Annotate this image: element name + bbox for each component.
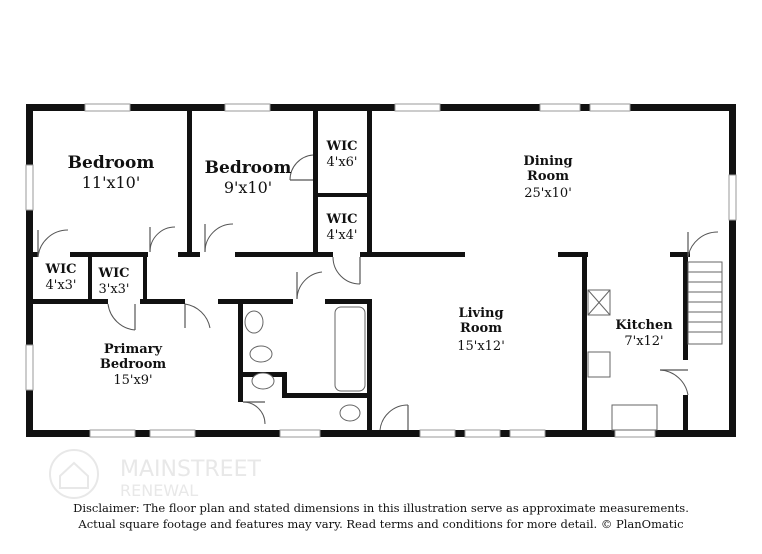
room-dim-dining-room: 25'x10' [524,186,572,201]
toilet-icon [339,404,361,422]
disclaimer-line-2: Actual square footage and features may v… [78,517,684,531]
room-labels: Bedroom 11'x10' Bedroom 9'x10' WIC 4'x6'… [44,139,673,388]
room-dim-bedroom-2: 9'x10' [224,178,272,197]
sink-icon [244,310,264,334]
fixtures [244,261,723,431]
room-dim-wic-4: 3'x3' [98,282,129,297]
room-name-kitchen: Kitchen [615,318,673,333]
stairs-icon [687,261,723,345]
stove-icon [587,351,611,378]
room-dim-wic-3: 4'x3' [45,278,76,293]
room-name-bedroom-2: Bedroom [205,158,292,178]
room-name-wic-1: WIC [325,139,357,154]
room-dim-living-room: 15'x12' [457,339,505,354]
sink-icon [251,372,275,390]
room-dim-wic-2: 4'x4' [326,228,357,243]
logo-line-1: MAINSTREET [120,457,261,482]
room-name-wic-4: WIC [97,266,129,281]
room-dim-bedroom-1: 11'x10' [82,173,141,192]
company-logo: MAINSTREET RENEWAL [49,449,261,500]
room-dim-primary-bedroom: 15'x9' [113,373,152,388]
toilet-icon [249,345,273,363]
room-name-wic-2: WIC [325,212,357,227]
bathtub-icon [334,306,366,392]
room-name-wic-3: WIC [44,262,76,277]
kitchen-sink-icon [611,404,658,431]
logo-line-2: RENEWAL [120,481,198,500]
room-dim-kitchen: 7'x12' [624,334,663,349]
doors [37,154,719,431]
windows [25,103,737,438]
room-dim-wic-1: 4'x6' [326,155,357,170]
room-name-bedroom-1: Bedroom [68,153,155,173]
house-logo-icon [49,449,99,499]
disclaimer-line-1: Disclaimer: The floor plan and stated di… [73,501,689,515]
exterior-walls [26,104,736,437]
disclaimer: Disclaimer: The floor plan and stated di… [0,500,762,532]
floor-plan: Bedroom 11'x10' Bedroom 9'x10' WIC 4'x6'… [25,103,737,438]
